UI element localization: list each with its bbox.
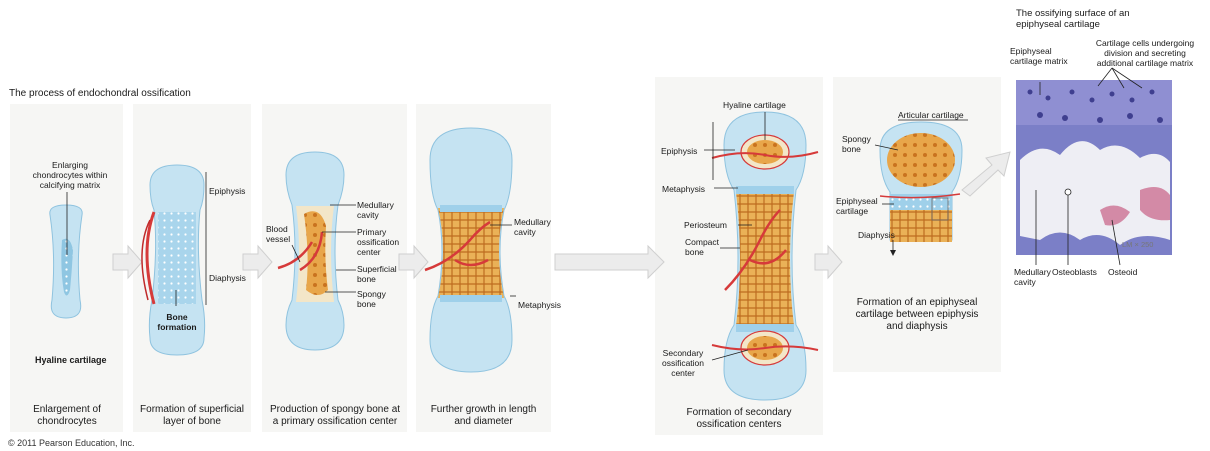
label-secondary-ossification-center: Secondary ossification center <box>654 348 712 378</box>
stage5-caption: Formation of secondary ossification cent… <box>655 407 823 431</box>
label-medullary-cavity: Medullary cavity <box>357 200 394 220</box>
stage3-caption: Production of spongy bone at a primary o… <box>262 404 408 428</box>
stage4-caption: Further growth in length and diameter <box>416 404 551 428</box>
stage6-caption: Formation of an epiphyseal cartilage bet… <box>833 297 1001 333</box>
label-spongy-bone: Spongy bone <box>357 289 386 309</box>
diagram-title: The process of endochondral ossification <box>9 88 191 99</box>
label-bone-formation: Bone formation <box>156 312 198 332</box>
stage1-bone <box>50 192 82 318</box>
magnification-label: LM × 250 <box>1122 240 1153 249</box>
label-epiphysis: Epiphysis <box>209 186 245 196</box>
label-metaphysis: Metaphysis <box>518 300 561 310</box>
label-hyaline-cartilage: Hyaline cartilage <box>723 100 786 110</box>
stage5-bone <box>704 112 818 400</box>
micrograph-title: The ossifying surface of an epiphyseal c… <box>1016 8 1130 30</box>
label-periosteum: Periosteum <box>684 220 727 230</box>
label-blood-vessel: Blood vessel <box>266 224 290 244</box>
label-epiphysis: Epiphysis <box>661 146 697 156</box>
stage3-bone <box>278 152 356 350</box>
stage4-bone <box>425 128 516 372</box>
label-osteoid: Osteoid <box>1108 267 1137 277</box>
copyright-notice: © 2011 Pearson Education, Inc. <box>8 438 135 448</box>
label-metaphysis: Metaphysis <box>662 184 705 194</box>
label-hyaline-cartilage: Hyaline cartilage <box>35 355 107 365</box>
micrograph <box>1016 68 1172 265</box>
label-medullary-cavity: Medullary cavity <box>1014 267 1051 287</box>
label-medullary-cavity: Medullary cavity <box>514 217 551 237</box>
label-articular-cartilage: Articular cartilage <box>898 110 964 120</box>
label-spongy-bone: Spongy bone <box>842 134 871 154</box>
label-enlarging-chondrocytes: Enlarging chondrocytes within calcifying… <box>25 160 115 190</box>
label-diaphysis: Diaphysis <box>858 230 895 240</box>
label-osteoblasts: Osteoblasts <box>1052 267 1097 277</box>
label-superficial-bone: Superficial bone <box>357 264 397 284</box>
label-epiphyseal-cartilage-matrix: Epiphyseal cartilage matrix <box>1010 46 1068 66</box>
stage1-caption: Enlargement of chondrocytes <box>12 404 122 428</box>
label-cartilage-cells: Cartilage cells undergoing division and … <box>1084 38 1206 68</box>
label-epiphyseal-cartilage: Epiphyseal cartilage <box>836 196 878 216</box>
label-compact-bone: Compact bone <box>685 237 719 257</box>
label-primary-ossification-center: Primary ossification center <box>357 227 399 257</box>
label-diaphysis: Diaphysis <box>209 273 246 283</box>
stage2-caption: Formation of superficial layer of bone <box>133 404 251 428</box>
